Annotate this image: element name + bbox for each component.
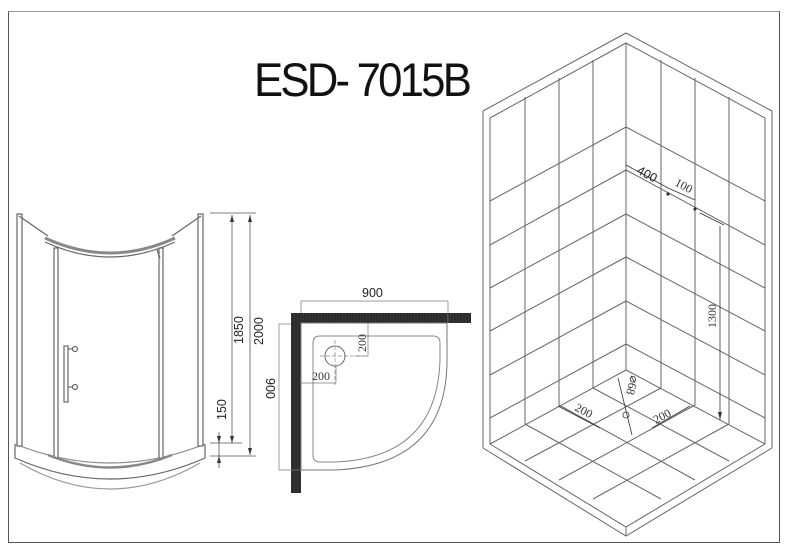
plan-view-tray — [291, 313, 471, 493]
dim-mixer-offset: 400 — [635, 163, 660, 185]
dim-height-total: 2000 — [252, 317, 266, 345]
dim-drain-diameter: ⌀68 — [623, 374, 642, 396]
dim-tray-width: 900 — [362, 286, 383, 300]
front-view-enclosure — [14, 213, 206, 490]
dim-height-glass: 1850 — [232, 316, 246, 344]
dim-drain-offset-y: 200 — [355, 334, 369, 352]
dim-drain-left: 200 — [573, 400, 595, 421]
dim-mixer-height: 1300 — [705, 304, 719, 328]
dim-tray-depth: 900 — [263, 378, 277, 399]
model-title: ESD- 7015B — [254, 53, 472, 106]
drawing-border — [8, 11, 780, 543]
dim-drain-right: 200 — [651, 406, 673, 427]
dim-drain-offset-x: 200 — [312, 369, 330, 383]
iso-dimensions — [557, 164, 725, 436]
dim-mixer-spacing: 100 — [673, 175, 695, 196]
front-view-dimensions — [210, 212, 256, 468]
iso-room — [482, 32, 773, 537]
dim-tray-height: 150 — [215, 399, 229, 420]
plan-view-dimensions — [278, 300, 449, 471]
